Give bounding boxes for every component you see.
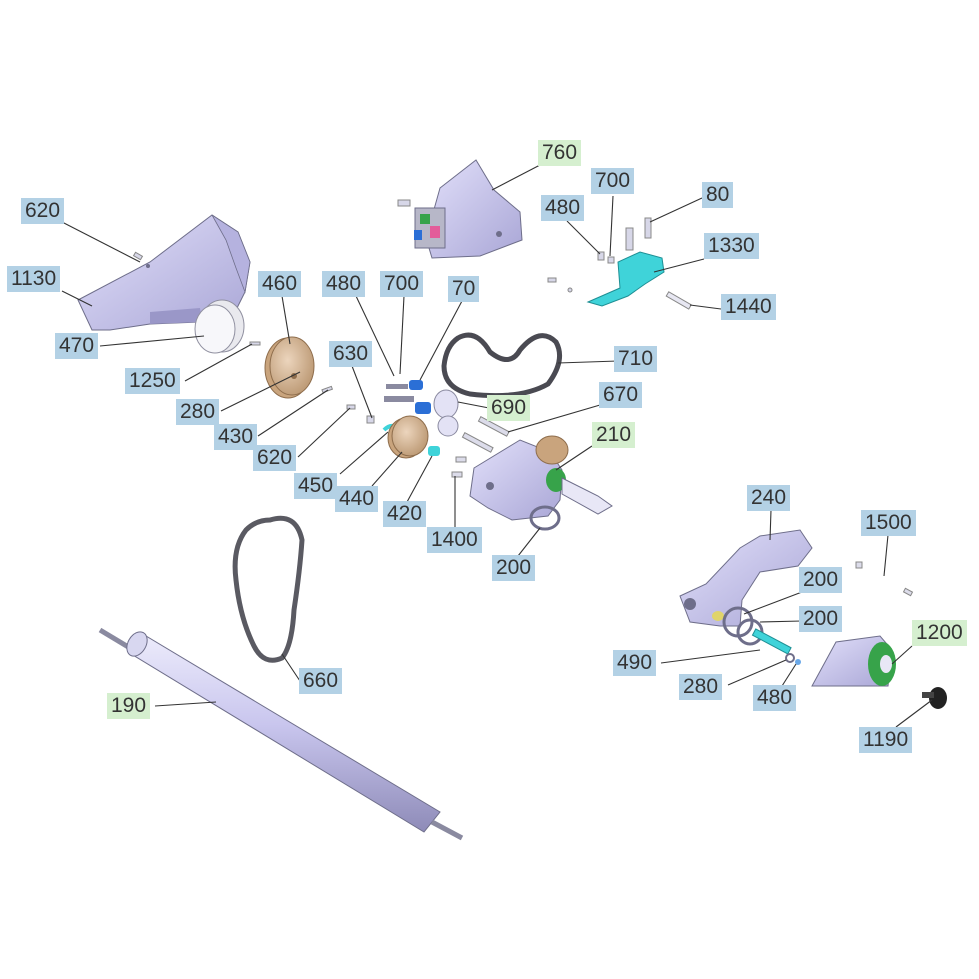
callout-190: 190 [107,693,151,719]
v-belt-710-icon [441,332,563,399]
callout-480: 480 [541,195,585,221]
callout-420: 420 [383,501,427,527]
bearing-plate-icon [469,435,613,531]
callout-630: 630 [329,341,373,367]
callout-200: 200 [799,567,843,593]
screw-icon [132,251,375,424]
pulley-440-icon [387,415,429,459]
roller-shaft-icon [98,627,464,841]
callout-760: 760 [538,140,582,166]
callout-700: 700 [380,271,424,297]
callout-240: 240 [747,485,791,511]
callout-200: 200 [492,555,536,581]
callout-1250: 1250 [125,368,180,394]
v-belt-660-icon [232,515,305,663]
callout-450: 450 [294,473,338,499]
leader-lines [61,164,933,728]
flange-bearing-icon [811,635,896,687]
callout-480: 480 [322,271,366,297]
callout-280: 280 [679,674,723,700]
callout-1130: 1130 [7,266,61,292]
support-bracket-icon [679,529,813,627]
callout-440: 440 [335,486,379,512]
angle-bracket-icon [547,217,692,310]
callout-1190: 1190 [859,727,913,753]
housing-cover-icon [77,214,251,331]
callout-200: 200 [799,606,843,632]
callout-1440: 1440 [721,294,776,320]
callout-660: 660 [299,668,343,694]
pulley-460-icon [264,336,315,399]
callout-670: 670 [599,382,643,408]
callout-1400: 1400 [427,527,482,553]
callout-690: 690 [487,395,531,421]
callout-1200: 1200 [912,620,967,646]
callout-430: 430 [214,424,258,450]
bolt-icon [451,416,510,478]
callout-710: 710 [614,346,658,372]
callout-1330: 1330 [704,233,759,259]
pulley-470-icon [194,299,245,354]
callout-1500: 1500 [861,510,916,536]
callout-70: 70 [448,276,480,302]
screw-icon [855,561,914,597]
callout-470: 470 [55,333,99,359]
knob-icon [922,687,947,709]
pulley-690-icon [433,389,459,437]
control-bracket-icon [397,159,523,259]
callout-490: 490 [613,650,657,676]
callout-620: 620 [253,445,297,471]
callout-480: 480 [753,685,797,711]
callout-460: 460 [258,271,302,297]
callout-700: 700 [591,168,635,194]
callout-620: 620 [21,198,65,224]
bearing-ring-icon [722,606,801,665]
callout-280: 280 [176,399,220,425]
callout-210: 210 [592,422,636,448]
callout-80: 80 [702,182,734,208]
